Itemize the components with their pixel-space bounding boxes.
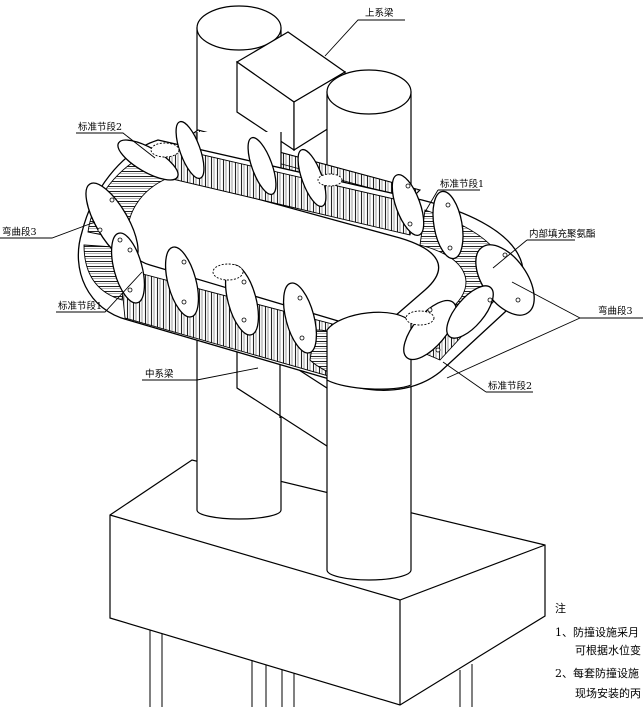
notes-block: 注 1、防撞设施采月 可根据水位变 2、每套防撞设施 现场安装的丙	[555, 601, 641, 700]
right-column-front	[326, 311, 412, 390]
flange-holes	[97, 183, 521, 353]
pile-cap	[109, 459, 546, 706]
label-upper-beam: 上系梁	[365, 7, 394, 19]
flange-plates	[85, 120, 535, 361]
access-hatches	[150, 142, 435, 326]
note-1-line-1: 1、防撞设施采月	[555, 625, 639, 639]
label-inner-fill: 内部填充聚氨酯	[529, 228, 596, 240]
label-std-seg-2-bottom: 标准节段2	[488, 380, 532, 392]
notes-title: 注	[555, 601, 566, 615]
piles	[149, 630, 473, 707]
label-mid-beam: 中系梁	[145, 368, 174, 380]
note-2-line-2: 现场安装的丙	[575, 686, 641, 700]
label-std-seg-2-top: 标准节段2	[78, 121, 122, 133]
note-1-line-2: 可根据水位变	[575, 643, 641, 657]
leader-lines	[0, 19, 643, 393]
label-std-seg-1-left: 标准节段1	[58, 300, 102, 312]
label-bend-seg-3-right: 弯曲段3	[598, 305, 633, 317]
label-bend-seg-3-left: 弯曲段3	[2, 226, 37, 238]
label-std-seg-1-right: 标准节段1	[440, 178, 484, 190]
note-2-line-1: 2、每套防撞设施	[555, 666, 639, 680]
